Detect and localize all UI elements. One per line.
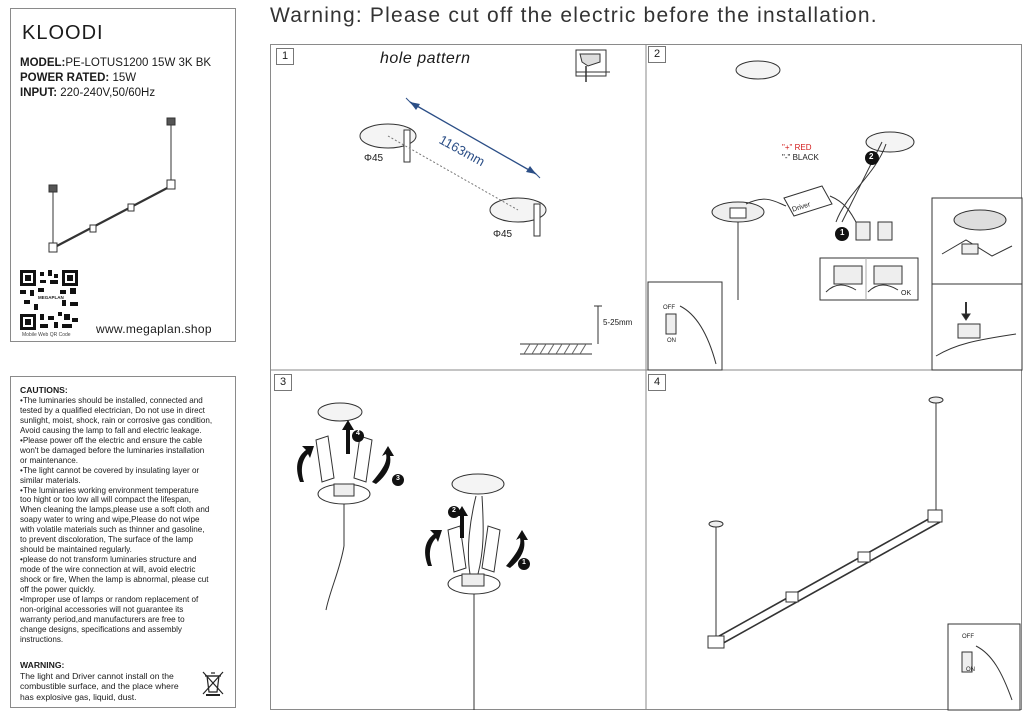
callout-badge: 1 [522, 559, 526, 566]
cautions-heading: CAUTIONS: [20, 385, 68, 395]
switch-on-label: ON [966, 667, 975, 673]
callout-badge: 2 [869, 152, 874, 161]
input-value: 220-240V,50/60Hz [60, 87, 156, 99]
step-3-number: 3 [274, 374, 292, 391]
wire-red-label: "+" RED [782, 143, 812, 152]
cautions-line: When cleaning the lamps,please use a sof… [20, 505, 210, 515]
switch-on-label: ON [667, 338, 676, 344]
hole-pattern-title: hole pattern [380, 50, 471, 67]
cautions-line: •The luminaries should be installed, con… [20, 395, 203, 405]
callout-badge: 4 [356, 430, 360, 437]
step-3-drawing [297, 402, 530, 710]
weee-bin-icon [202, 671, 224, 696]
callout-badge: 3 [396, 475, 400, 482]
lamp-overview-drawing [48, 117, 176, 253]
wire-black-label: "-" BLACK [782, 153, 819, 162]
qr-caption: Mobile Web QR Code [22, 332, 71, 338]
cautions-line: change designs, specifications and assem… [20, 624, 182, 634]
hole-a-diameter: Φ45 [364, 153, 384, 164]
model-label: MODEL: [20, 57, 66, 69]
cautions-line: shock or fire, When the lamp is abnormal… [20, 575, 209, 585]
warning-heading: WARNING: [20, 660, 65, 670]
switch-off-label: OFF [962, 634, 974, 640]
step-1-number: 1 [276, 48, 294, 65]
hole-b-diameter: Φ45 [493, 229, 513, 240]
warning-line: has explosive gas, liquid, dust. [20, 691, 137, 702]
cautions-line: soapy water to wring and wipe,Please do … [20, 515, 200, 525]
model-value: PE-LOTUS1200 15W 3K BK [65, 57, 212, 69]
steps-grid-lines [270, 44, 1022, 710]
power-line: POWER RATED: 15W [20, 71, 136, 85]
cautions-line: with volatile materials such as thinner … [20, 525, 205, 535]
callout-badge: 2 [452, 507, 456, 514]
callout-badge: 1 [840, 228, 845, 237]
mount-depth-label: 5-25mm [603, 318, 633, 327]
cautions-line: or maintenance. [20, 455, 79, 465]
warning-line: The light and Driver cannot install on t… [20, 670, 174, 681]
input-label: INPUT: [20, 87, 58, 99]
cautions-text: CAUTIONS: •The luminaries should be inst… [20, 385, 238, 645]
cautions-line: off the power quickly. [20, 585, 96, 595]
ok-label: OK [901, 290, 912, 297]
step-2-number: 2 [648, 46, 666, 63]
qr-logo-text: MEGAPLAN [38, 295, 64, 300]
step-1-drawing [359, 49, 610, 355]
qr-code [20, 270, 78, 330]
cautions-line: should be maintained regularly. [20, 545, 132, 555]
cautions-line: non-original accessories will not guaran… [20, 604, 184, 614]
power-value: 15W [112, 72, 137, 84]
website-link[interactable]: www.megaplan.shop [96, 322, 212, 336]
cautions-line: •Improper use of lamps or random replace… [20, 595, 199, 605]
cautions-line: similar materials. [20, 475, 81, 485]
cautions-panel [10, 376, 236, 708]
warning-text: WARNING: The light and Driver cannot ins… [20, 660, 200, 702]
cautions-line: sunlight, moist, shock, rain or corrosiv… [20, 415, 213, 425]
step-2-drawing [647, 60, 1023, 371]
cautions-line: •please do not transform luminaries stru… [20, 555, 197, 565]
cautions-line: to prevent discoloration, The surface of… [20, 535, 194, 545]
cautions-line: warranty period,and manufacturers are fr… [20, 614, 185, 624]
cautions-line: •The light cannot be covered by insulati… [20, 465, 200, 475]
warning-line: combustible surface, and the place where [20, 681, 179, 691]
power-label: POWER RATED: [20, 72, 110, 84]
switch-off-label: OFF [663, 305, 675, 311]
cautions-line: won't be damaged before the luminaries i… [20, 445, 205, 455]
model-line: MODEL:PE-LOTUS1200 15W 3K BK [20, 56, 211, 70]
input-line: INPUT: 220-240V,50/60Hz [20, 86, 155, 100]
cautions-line: too hight or too low all will compact th… [20, 495, 191, 505]
page-title: Warning: Please cut off the electric bef… [270, 4, 878, 27]
cautions-line: tested by a qualified electrician, Do no… [20, 405, 205, 415]
cautions-line: •The luminaries working environment temp… [20, 485, 199, 495]
cautions-line: mode of the wire connection at will, avo… [20, 565, 196, 575]
step-4-drawing [707, 396, 1021, 711]
step-4-number: 4 [648, 374, 666, 391]
cautions-line: •Please power off the electric and ensur… [20, 435, 203, 445]
cautions-line: Avoid causing the lamp to fall and elect… [20, 425, 202, 435]
cautions-line: instructions. [20, 634, 64, 644]
brand-name: KLOODI [22, 22, 104, 44]
